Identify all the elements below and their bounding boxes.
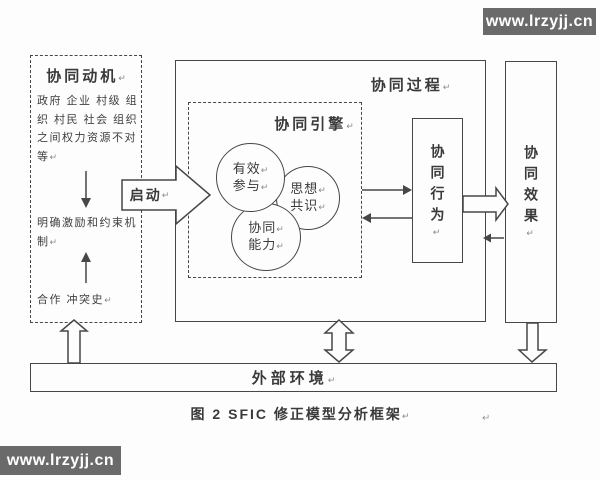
- motivation-title-text: 协同动机: [46, 68, 119, 85]
- motivation-mechanism-value: 明确激励和约束机制: [37, 217, 137, 248]
- environment-title: 外部环境↵: [252, 367, 336, 388]
- circle-text: 能力: [248, 237, 277, 252]
- arrow-effect-feedback: [483, 233, 504, 243]
- effect-title: 协同效果↵: [521, 145, 541, 239]
- engine-title: 协同引擎↵: [258, 113, 370, 134]
- circle-text: 参与: [232, 177, 261, 193]
- effect-box: 协同效果↵: [505, 61, 557, 323]
- figure-caption-text: 图 2 SFIC 修正模型分析框架: [190, 406, 402, 422]
- behavior-title: 协同行为↵: [428, 144, 448, 238]
- return-mark: ↵: [49, 236, 58, 247]
- watermark-bottom: www.lrzyjj.cn: [0, 446, 121, 475]
- process-title: 协同过程↵: [353, 74, 468, 95]
- circle-line: 思想↵: [290, 181, 326, 198]
- arrow-process-environment-double: [322, 318, 356, 363]
- circle-effective-participation: 有效↵ 参与↵: [216, 143, 285, 212]
- return-mark: ↵: [49, 151, 58, 162]
- return-mark: ↵: [346, 121, 354, 131]
- motivation-mechanism-text: 明确激励和约束机制↵: [37, 214, 139, 251]
- return-mark: ↵: [482, 413, 491, 424]
- watermark-top-text: www.lrzyjj.cn: [485, 12, 594, 30]
- motivation-history-value: 合作 冲突史: [37, 294, 105, 306]
- circle-line: 共识↵: [290, 198, 326, 215]
- return-mark: ↵: [260, 164, 269, 175]
- stray-return-mark: ↵: [482, 413, 490, 424]
- watermark-bottom-text: www.lrzyjj.cn: [6, 451, 115, 469]
- circle-line: 能力↵: [248, 237, 284, 254]
- motivation-factors-value: 政府 企业 村级 组织 村民 社会 组织之间权力资源不对等: [37, 95, 139, 163]
- behavior-box: 协同行为↵: [412, 118, 463, 263]
- return-mark: ↵: [161, 189, 170, 200]
- return-mark: ↵: [104, 295, 112, 305]
- return-mark: ↵: [276, 224, 284, 234]
- circle-text: 有效: [232, 160, 261, 176]
- circle-line: 参与↵: [233, 178, 269, 195]
- return-mark: ↵: [401, 411, 410, 421]
- return-mark: ↵: [327, 375, 336, 385]
- environment-title-text: 外部环境: [251, 370, 328, 387]
- arrow-effect-to-environment: [517, 322, 549, 364]
- return-mark: ↵: [318, 185, 326, 195]
- circle-line: 协同↵: [248, 220, 284, 237]
- return-mark: ↵: [432, 227, 443, 238]
- circle-line: 有效↵: [233, 161, 269, 178]
- environment-box: 外部环境↵: [30, 363, 557, 392]
- behavior-title-text: 协同行为: [429, 143, 446, 228]
- circle-text: 共识: [290, 198, 319, 213]
- start-label: 启动↵: [122, 180, 177, 210]
- circle-collaborative-capacity: 协同↵ 能力↵: [231, 203, 301, 271]
- motivation-history-text: 合作 冲突史↵: [37, 291, 139, 310]
- figure-caption: 图 2 SFIC 修正模型分析框架↵: [0, 404, 600, 424]
- circle-text: 思想: [290, 181, 319, 196]
- watermark-top: www.lrzyjj.cn: [483, 8, 596, 35]
- motivation-factors-text: 政府 企业 村级 组织 村民 社会 组织之间权力资源不对等↵: [37, 92, 139, 166]
- return-mark: ↵: [526, 229, 536, 239]
- return-mark: ↵: [318, 202, 326, 212]
- arrow-environment-to-motivation: [58, 319, 90, 364]
- engine-title-text: 协同引擎: [274, 116, 347, 133]
- process-title-text: 协同过程: [370, 77, 443, 94]
- return-mark: ↵: [276, 241, 284, 251]
- return-mark: ↵: [260, 181, 269, 192]
- start-label-text: 启动: [129, 187, 162, 203]
- return-mark: ↵: [442, 82, 451, 92]
- circle-text: 协同: [248, 220, 277, 235]
- return-mark: ↵: [118, 73, 126, 83]
- effect-title-text: 协同效果: [523, 145, 539, 229]
- motivation-title: 协同动机↵: [34, 65, 138, 86]
